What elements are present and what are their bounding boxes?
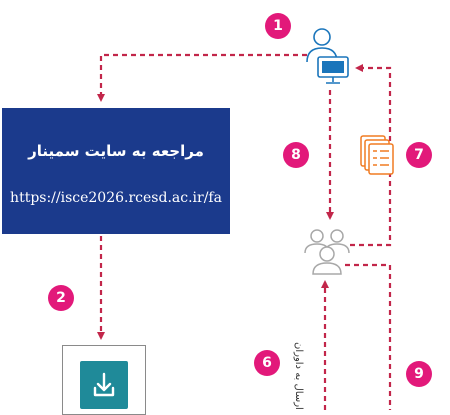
step-badge-1: 1 <box>265 13 291 39</box>
user-group-icon <box>304 229 350 275</box>
seminar-site-box: مراجعه به سایت سمینار https://isce2026.r… <box>2 108 230 234</box>
user-computer-icon <box>306 28 349 84</box>
connector-user-to-site <box>97 53 307 102</box>
seminar-site-title: مراجعه به سایت سمینار <box>28 142 204 160</box>
download-icon <box>93 372 115 397</box>
download-button[interactable] <box>80 361 128 409</box>
download-card <box>62 345 146 415</box>
documents-icon <box>360 135 394 175</box>
step-badge-8: 8 <box>283 142 309 168</box>
step-badge-7: 7 <box>406 142 432 168</box>
step-badge-6: 6 <box>254 350 280 376</box>
step-badge-2: 2 <box>48 285 74 311</box>
step-badge-9: 9 <box>406 361 432 387</box>
send-to-reviewers-label: ارسال به داوران <box>293 342 304 410</box>
connector-group-to-right <box>345 263 392 410</box>
seminar-site-url[interactable]: https://isce2026.rcesd.ac.ir/fa <box>10 190 222 206</box>
